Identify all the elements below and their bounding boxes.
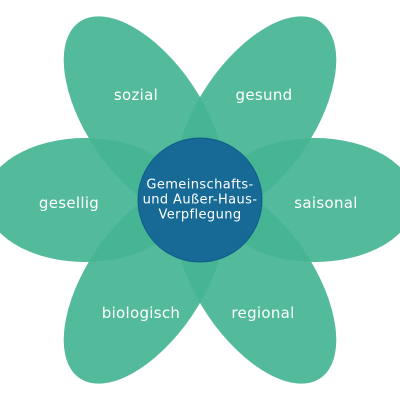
petal-gesellig: [0, 138, 185, 262]
petal-label-gesellig: gesellig: [38, 194, 100, 212]
petal-overlap-gesellig: [0, 138, 185, 262]
center-circle: [137, 137, 263, 263]
petal-overlap-saisonal: [215, 138, 400, 262]
petal-label-regional: regional: [231, 304, 295, 322]
center-label-line-1: Gemeinschafts-: [146, 177, 254, 193]
petal-label-biologisch: biologisch: [101, 304, 181, 322]
petal-label-gesund: gesund: [235, 86, 293, 104]
petal-label-saisonal: saisonal: [294, 194, 358, 212]
center-label-line-2: und Außer-Haus-: [142, 192, 258, 208]
petal-label-sozial: sozial: [113, 86, 159, 104]
center-label-line-3: Verpflegung: [158, 207, 242, 223]
center-label: Gemeinschafts- und Außer-Haus- Verpflegu…: [135, 178, 265, 223]
